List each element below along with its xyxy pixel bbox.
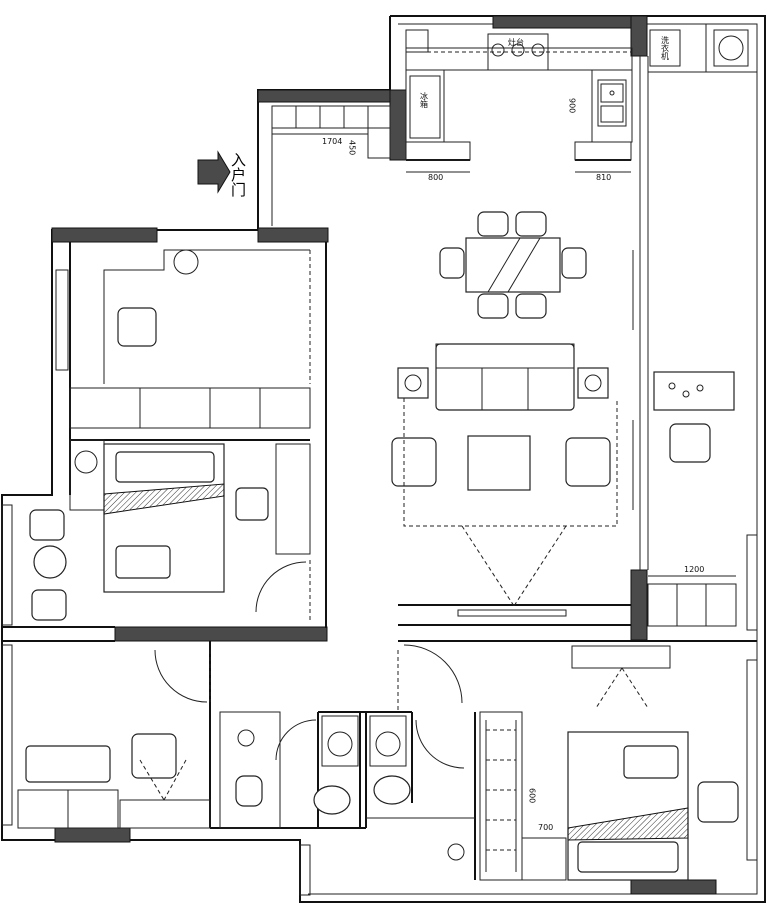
- sink-icon: [597, 79, 627, 127]
- toilet-icon: [373, 775, 411, 805]
- coffee-table: [467, 435, 531, 491]
- dim-counter-left: 800: [428, 173, 443, 182]
- pillow: [115, 451, 215, 483]
- wall-segment: [492, 15, 639, 29]
- desk: [119, 799, 211, 829]
- door-swing: [415, 719, 465, 769]
- kitchen-upper-counter: [405, 47, 633, 71]
- bathroom-1: [219, 711, 317, 829]
- tv-unit: [457, 609, 567, 617]
- wall-segment: [114, 626, 328, 642]
- dining-chair: [439, 247, 465, 279]
- washer-icon: 洗衣机: [649, 29, 681, 67]
- tv-unit: [571, 645, 671, 669]
- wardrobe: [479, 711, 523, 881]
- wall-segment: [257, 227, 329, 243]
- armchair: [117, 307, 157, 347]
- entrance: 入户门: [197, 150, 247, 198]
- basin-icon: [375, 731, 401, 757]
- dining-chair: [477, 211, 509, 237]
- vanity: [521, 837, 567, 881]
- fridge-icon: [409, 75, 441, 139]
- balcony-cabinet: [647, 583, 737, 627]
- dim-vanity: 700: [538, 823, 553, 832]
- fridge-label: 冰箱: [420, 91, 429, 109]
- armchair: [697, 781, 739, 823]
- wardrobe: [69, 387, 311, 429]
- bed-throw: [567, 807, 689, 841]
- plant-icon: [173, 249, 199, 275]
- sofa-bed: [25, 745, 111, 783]
- bedroom-2: [29, 439, 311, 621]
- master-bedroom: 600 700: [479, 645, 739, 881]
- door-swing: [154, 649, 208, 703]
- dim-sink: 900: [568, 98, 577, 113]
- cushion: [623, 745, 679, 779]
- shower-icon: [237, 729, 255, 747]
- wardrobe: [275, 443, 311, 555]
- kitchen-upper-cabinets: [271, 105, 391, 129]
- windows: [1, 24, 758, 896]
- stove-icon: 灶台: [487, 33, 549, 71]
- dim-counter-right: 810: [596, 173, 611, 182]
- wall-pillar: [630, 569, 648, 641]
- armchair: [565, 437, 611, 487]
- bedroom-3: [17, 649, 211, 829]
- armchair: [391, 437, 437, 487]
- armchair: [131, 733, 177, 779]
- wall-pillar: [630, 15, 648, 57]
- washer-label: 洗衣机: [661, 35, 670, 61]
- dim-upper-side: 450: [348, 140, 357, 155]
- pillow: [577, 841, 679, 873]
- door-swing: [403, 644, 463, 704]
- bathroom-2: [313, 644, 475, 861]
- armchair: [31, 589, 67, 621]
- dining-chair: [515, 293, 547, 319]
- side-table: [397, 367, 429, 399]
- toilet-icon: [235, 775, 263, 807]
- wall-segment: [51, 227, 158, 243]
- entrance-arrow-icon: [197, 150, 231, 194]
- armchair: [669, 423, 711, 463]
- dim-upper: 1704: [322, 137, 342, 146]
- stove-label: 灶台: [508, 37, 524, 47]
- wall-pillar: [389, 89, 407, 161]
- sofa: [435, 343, 575, 411]
- study-room: [69, 249, 311, 429]
- dim-wardrobe: 600: [528, 788, 537, 803]
- dining-chair: [515, 211, 547, 237]
- round-table: [33, 545, 67, 579]
- living-room: 洗衣机 1200: [391, 29, 749, 627]
- armchair: [235, 487, 269, 521]
- wall-segment: [630, 879, 717, 895]
- kitchen: 灶台 冰箱 900 800 810 1704 450: [271, 29, 633, 226]
- cushion: [115, 545, 171, 579]
- toilet-icon: [313, 785, 351, 815]
- wall-segment: [257, 89, 394, 103]
- interior-walls: [2, 56, 757, 880]
- dining-chair: [477, 293, 509, 319]
- dim-balcony-cabinet: 1200: [684, 565, 704, 574]
- exterior-walls: [1, 15, 766, 903]
- balcony-table: [653, 371, 735, 411]
- bed-throw: [103, 483, 225, 515]
- basin-icon: [327, 731, 353, 757]
- shower-icon: [447, 843, 465, 861]
- door-swing: [275, 719, 317, 761]
- dining-chair: [561, 247, 587, 279]
- entrance-label: 入户门: [229, 152, 247, 198]
- dining-set: [439, 211, 587, 319]
- side-table: [577, 367, 609, 399]
- wall-segment: [54, 827, 131, 843]
- door-swing: [255, 561, 307, 613]
- armchair: [29, 509, 65, 541]
- basin-icon: [718, 35, 744, 61]
